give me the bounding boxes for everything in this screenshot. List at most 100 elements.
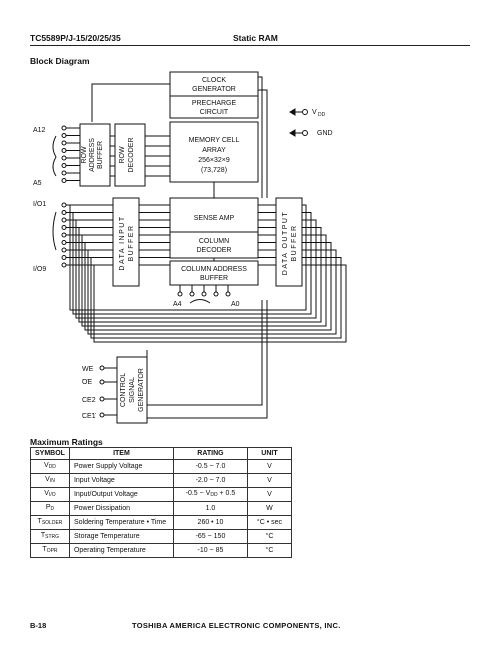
row-dec-label-2: DECODER: [128, 137, 135, 172]
clock-generator-label: CLOCK: [202, 77, 226, 84]
control-signal-generator-block: [116, 356, 148, 424]
symbol-cell: TOPR: [30, 543, 70, 558]
rating-cell: -0.5 ~ 7.0: [172, 459, 248, 474]
io-pin-terminal: [61, 262, 67, 268]
col-addr-label-2: BUFFER: [200, 275, 228, 282]
col-addr-label-1: COLUMN ADDRESS: [181, 266, 247, 273]
io-return-line: [84, 242, 332, 331]
ctrl-label-2: SIGNAL: [129, 377, 136, 403]
page-number: B-18: [30, 621, 47, 630]
vdd-subscript: DD: [318, 112, 326, 118]
symbol-cell: VIN: [30, 473, 70, 488]
symbol-cell: PD: [30, 501, 70, 516]
rating-cell: 1.0: [172, 501, 248, 516]
dout-label-2: BUFFER: [291, 225, 298, 262]
block-diagram-title: Block Diagram: [30, 56, 90, 66]
item-cell: Storage Temperature: [68, 529, 174, 544]
precharge-label-2: CIRCUIT: [200, 109, 229, 116]
data-output-buffer-block: [275, 197, 303, 287]
io-pin-terminal: [61, 210, 67, 215]
column-decoder-block: [169, 231, 259, 259]
memory-label-2: ARRAY: [202, 147, 226, 154]
precharge-block: [169, 95, 259, 119]
data-input-buffer-block: [112, 197, 140, 287]
col-dec-label-2: DECODER: [196, 247, 231, 254]
pin-a0: A0: [231, 301, 240, 308]
address-pin-terminal: [61, 148, 67, 153]
rating-cell: -0.5 ~ VDD + 0.5: [172, 487, 248, 502]
item-cell: Input Voltage: [68, 473, 174, 488]
io-return-line: [87, 249, 337, 335]
memory-label-1: MEMORY CELL: [189, 137, 240, 144]
ctrl-label-3: GENERATOR: [138, 368, 145, 412]
col-rating: RATING: [172, 447, 248, 460]
col-symbol: SYMBOL: [30, 447, 70, 460]
col-dec-label-1: COLUMN: [199, 238, 229, 245]
io-return-line: [78, 227, 322, 323]
din-label-2: BUFFER: [128, 225, 135, 262]
header-rule: [30, 45, 470, 46]
item-cell: Soldering Temperature • Time: [68, 515, 174, 530]
io-pin-terminal: [61, 240, 67, 245]
unit-cell: V: [246, 473, 292, 488]
footer-company: TOSHIBA AMERICA ELECTRONIC COMPONENTS, I…: [132, 621, 341, 630]
io-pin-terminal: [61, 202, 67, 208]
sense-amp-label: SENSE AMP: [194, 215, 235, 222]
dout-label-1: DATA OUTPUT: [282, 211, 289, 275]
col-item: ITEM: [68, 447, 174, 460]
address-pin-terminal: [61, 133, 67, 138]
page-heading: Static RAM: [233, 33, 278, 43]
rating-cell: -65 ~ 150: [172, 529, 248, 544]
item-cell: Power Dissipation: [68, 501, 174, 516]
item-cell: Power Supply Voltage: [68, 459, 174, 474]
rating-cell: 260 • 10: [172, 515, 248, 530]
memory-label-4: (73,728): [201, 167, 227, 174]
io-pin-terminal: [61, 255, 67, 260]
symbol-cell: VDD: [30, 459, 70, 474]
item-cell: Operating Temperature: [68, 543, 174, 558]
unit-cell: °C: [246, 543, 292, 558]
unit-cell: °C: [246, 529, 292, 544]
io-return-line: [72, 212, 312, 315]
pin-oe: OE: [82, 379, 92, 386]
rating-cell: -10 ~ 85: [172, 543, 248, 558]
vdd-label: V: [312, 109, 317, 116]
io-pin-terminal: [61, 247, 67, 253]
din-label-1: DATA INPUT: [119, 215, 126, 270]
pin-ce1: CE1: [82, 413, 96, 420]
clock-generator-label-2: GENERATOR: [192, 86, 236, 93]
part-number: TC5589P/J-15/20/25/35: [30, 33, 121, 43]
io-return-line: [93, 264, 347, 343]
row-decoder-block: [114, 123, 146, 187]
io-return-line: [81, 234, 327, 327]
ctrl-label-1: CONTROL: [120, 373, 127, 407]
unit-cell: V: [246, 487, 292, 502]
address-pin-terminal: [61, 163, 67, 168]
address-pin-terminal: [61, 125, 67, 131]
rating-cell: -2.0 ~ 7.0: [172, 473, 248, 488]
pin-ce2: CE2: [82, 397, 96, 404]
row-addr-label-2: ADDRESS: [89, 138, 96, 172]
pin-io9: I/O9: [33, 266, 46, 273]
pin-a5: A5: [33, 180, 42, 187]
row-address-buffer-block: [79, 123, 111, 187]
symbol-cell: VI/O: [30, 487, 70, 502]
row-addr-label-1: ROW: [81, 146, 88, 164]
io-pin-terminal: [61, 232, 67, 238]
unit-cell: V: [246, 459, 292, 474]
io-pin-terminal: [61, 217, 67, 223]
pin-a12: A12: [33, 127, 46, 134]
address-pin-terminal: [61, 170, 67, 176]
memory-label-3: 256×32×9: [198, 157, 230, 164]
unit-cell: W: [246, 501, 292, 516]
pin-io1: I/O1: [33, 201, 46, 208]
gnd-label: GND: [317, 130, 333, 137]
item-cell: Input/Output Voltage: [68, 487, 174, 502]
